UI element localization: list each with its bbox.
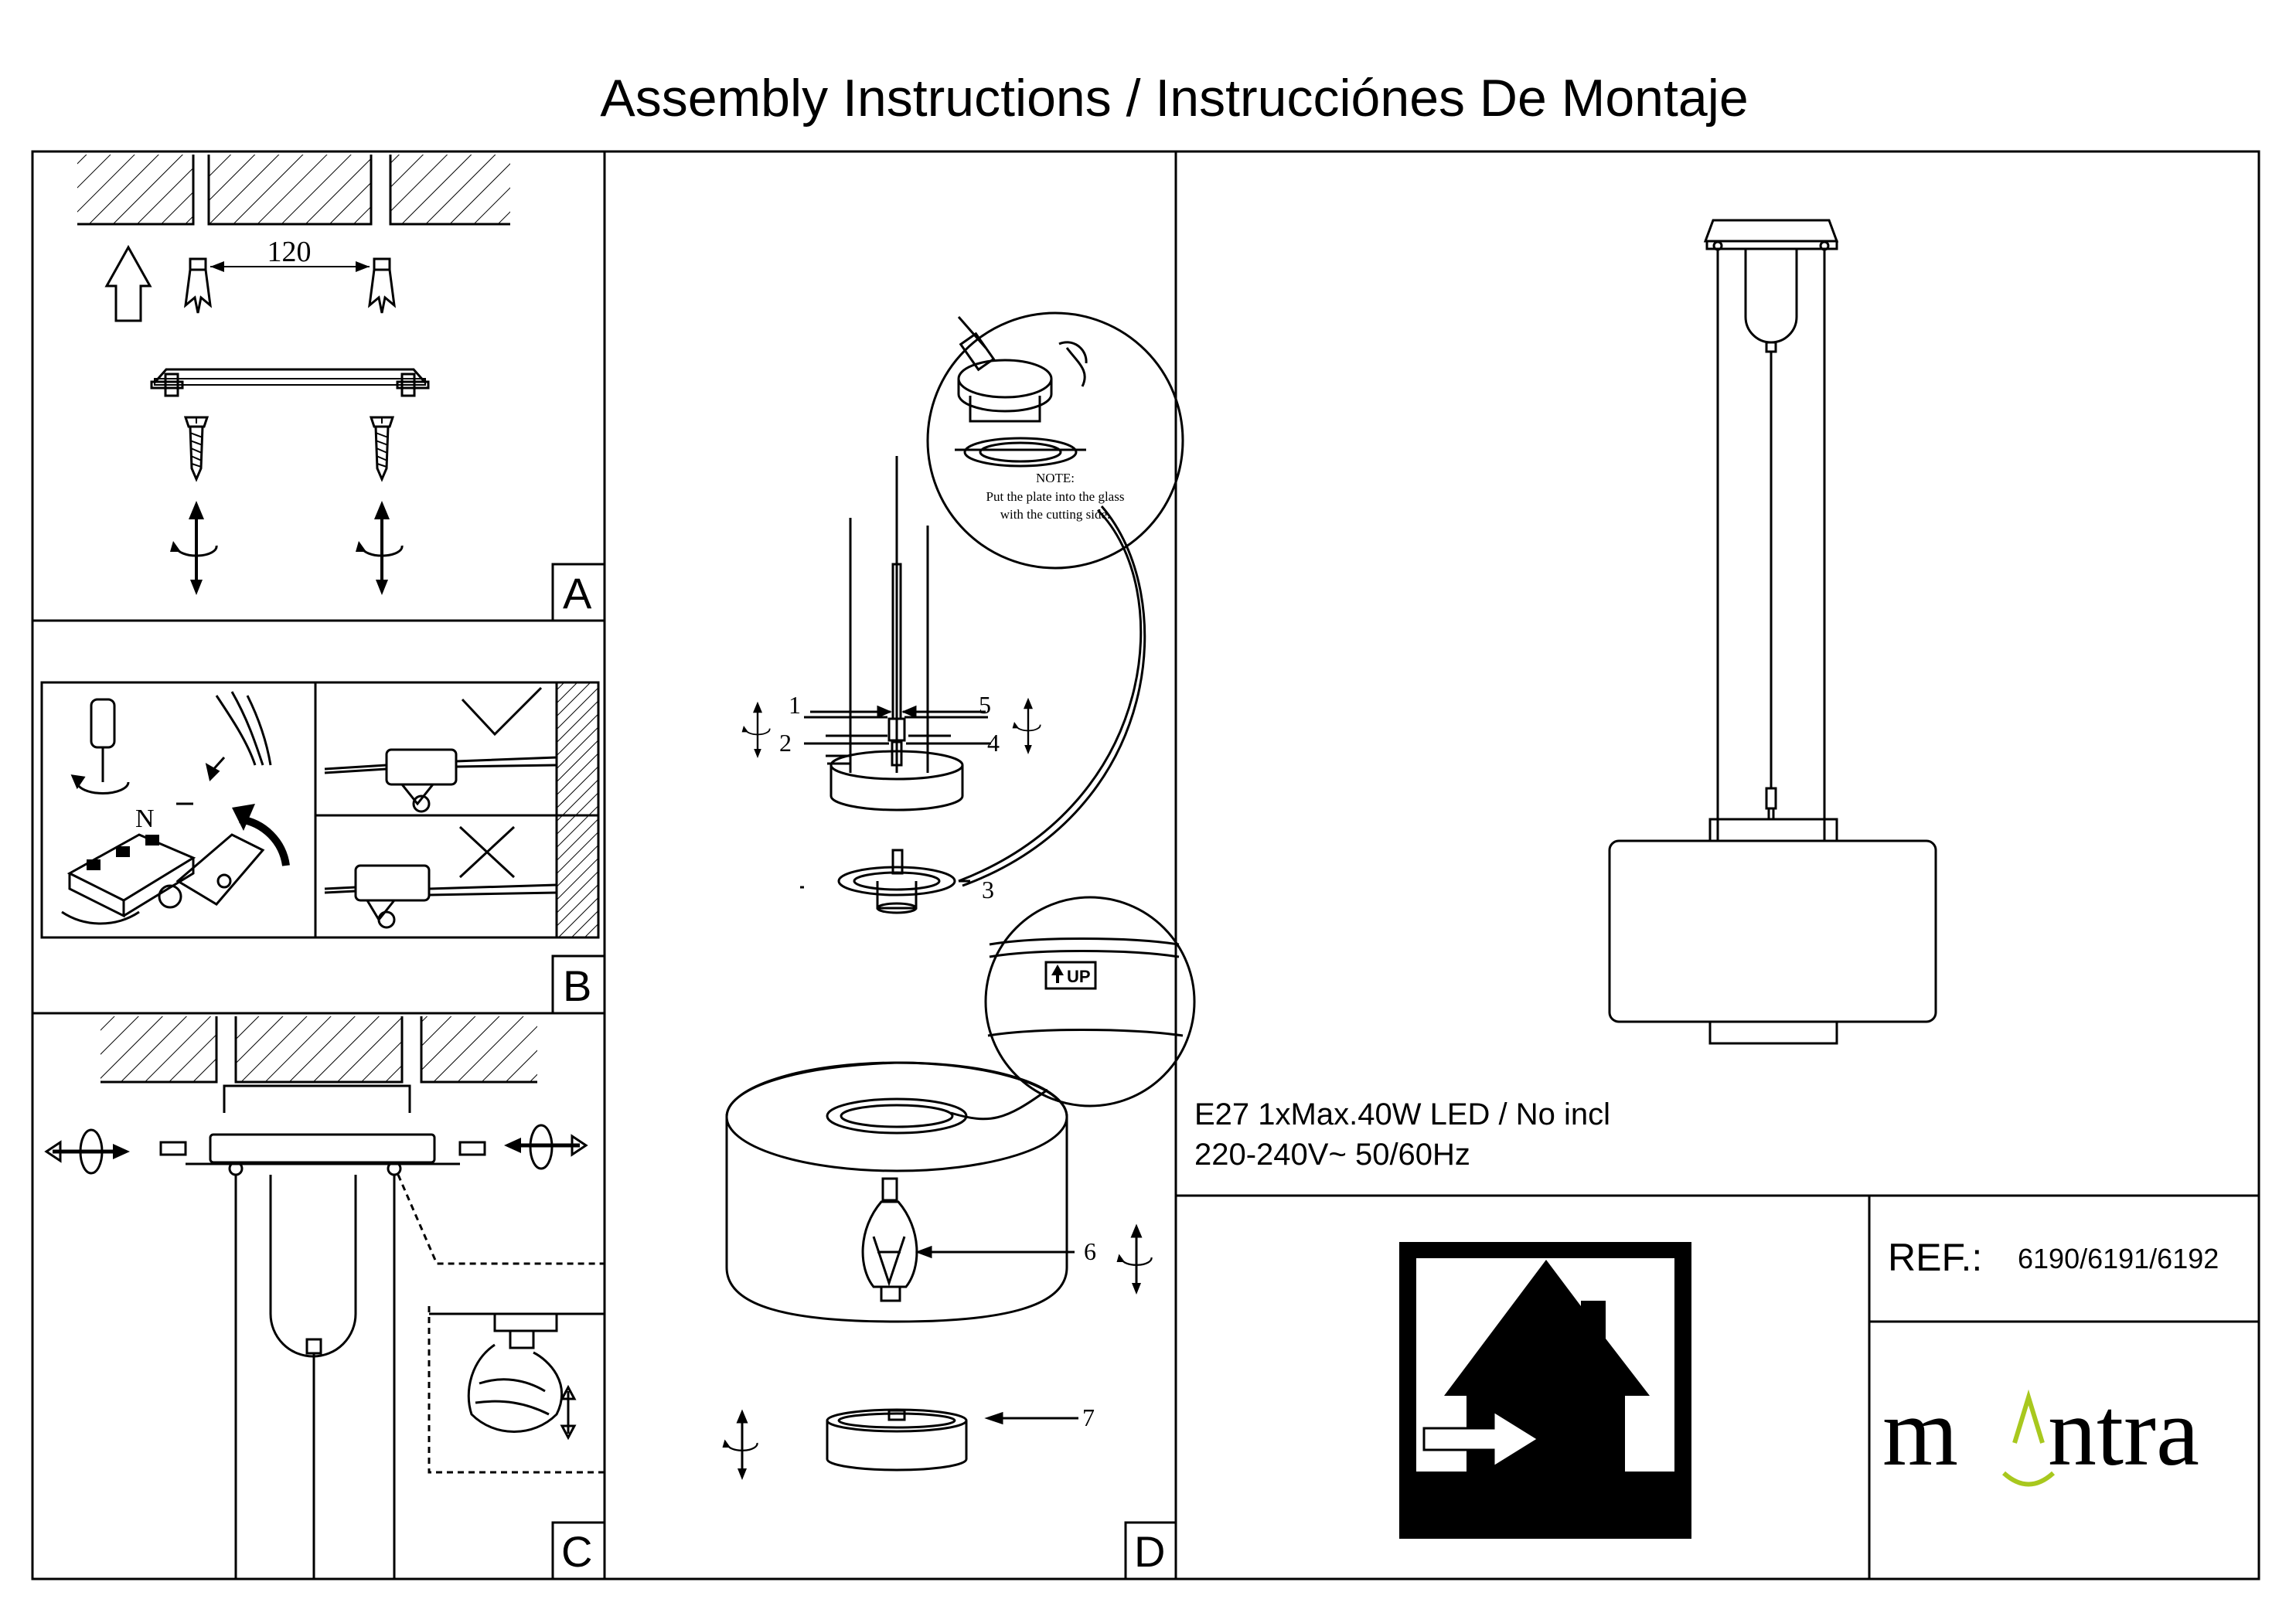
wire-label: N	[135, 805, 155, 833]
detail-circle	[926, 311, 1184, 570]
rotate-arrow-icon	[354, 499, 404, 597]
up-label: UP	[1067, 967, 1091, 986]
screw-icon	[370, 416, 394, 481]
rotate-arrow-icon	[504, 1124, 588, 1170]
panel-d-letter: D	[1134, 1527, 1166, 1576]
page-title: Assembly Instructions / Instrucciónes De…	[600, 69, 1749, 128]
part-number-6: 6	[1084, 1237, 1096, 1265]
dimension-label: 120	[267, 236, 312, 268]
hand-icon	[467, 1343, 563, 1433]
logo-letters-left: m	[1882, 1379, 1959, 1486]
rotate-arrow-icon	[741, 700, 771, 760]
part-number-7: 7	[1082, 1404, 1095, 1431]
cross-icon	[458, 825, 516, 879]
page-frame	[31, 150, 2260, 1580]
panel-a-letter: A	[563, 569, 592, 618]
screwdriver-icon	[70, 698, 130, 794]
part-number-4: 4	[987, 729, 1000, 757]
logo-letters-right: ntra	[2048, 1379, 2199, 1486]
up-arrow-icon	[1051, 965, 1064, 983]
up-arrow-icon	[104, 244, 152, 322]
rotate-arrow-icon	[721, 1408, 759, 1482]
part-number-2: 2	[779, 729, 792, 757]
rotate-arrow-icon	[1116, 1223, 1153, 1296]
panel-d-arrows	[721, 696, 1153, 1482]
detail-circle	[984, 896, 1196, 1108]
rotate-arrow-icon	[1011, 696, 1041, 756]
anchor-icon	[184, 257, 212, 315]
spec-line-2: 220-240V~ 50/60Hz	[1194, 1138, 1470, 1172]
rotate-arrow-icon	[44, 1128, 130, 1175]
note-heading: NOTE:	[1036, 471, 1075, 485]
part-number-5: 5	[979, 691, 991, 719]
ref-label: REF.:	[1888, 1236, 1983, 1279]
part-number-3: 3	[982, 876, 994, 903]
logo-accent	[2001, 1389, 2056, 1487]
note-line-2: with the cutting side.	[1000, 507, 1111, 522]
note-line-1: Put the plate into the glass	[986, 489, 1125, 504]
anchor-icon	[368, 257, 396, 315]
rotate-arrow-icon	[169, 499, 219, 597]
product-overview	[1608, 219, 1937, 1045]
screw-icon	[184, 416, 209, 481]
panel-b-letter: B	[563, 961, 592, 1010]
ref-value: 6190/6191/6192	[2018, 1243, 2219, 1274]
check-icon	[461, 686, 543, 737]
part-number-1: 1	[789, 691, 801, 719]
indoor-use-icon	[1399, 1242, 1691, 1539]
panel-a-drawing	[77, 155, 510, 597]
panel-d-drawing	[725, 311, 1196, 1472]
panel-b-drawing	[40, 681, 600, 939]
panel-c-drawing	[44, 1016, 605, 1579]
panel-c-letter: C	[561, 1527, 593, 1576]
bulb-icon	[861, 1177, 918, 1302]
spec-line-1: E27 1xMax.40W LED / No incl	[1194, 1097, 1610, 1131]
